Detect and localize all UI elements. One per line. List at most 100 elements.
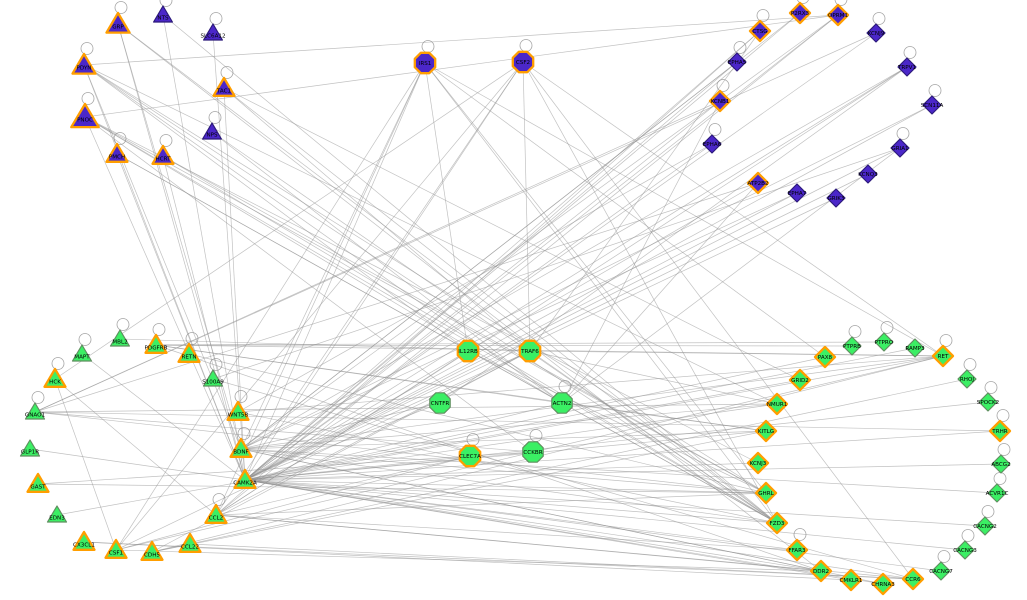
node-EPHA6[interactable]: EPHA6 <box>702 134 722 154</box>
node-CACNG7[interactable]: CACNG7 <box>929 561 953 581</box>
diamond-shape <box>901 567 925 591</box>
diamond-shape <box>754 481 778 505</box>
node-GRID2[interactable]: GRID2 <box>788 368 812 392</box>
node-SPOCK2[interactable]: SPOCK2 <box>977 392 999 412</box>
node-GLP1R[interactable]: GLP1R <box>19 439 41 457</box>
node-ACVR1C[interactable]: ACVR1C <box>986 483 1009 503</box>
edge-CSF1-DDR2 <box>115 549 822 572</box>
diamond-shape <box>988 419 1012 443</box>
diamond-shape <box>874 332 894 352</box>
node-EPHA7[interactable]: EPHA7 <box>787 183 807 203</box>
node-RHOJ[interactable]: RHOJ <box>957 369 977 389</box>
node-MAPT[interactable]: MAPT <box>71 344 93 362</box>
node-KCNB1[interactable]: KCNB1 <box>708 89 732 113</box>
node-PTPRB[interactable]: PTPRB <box>842 336 862 356</box>
edge-CAMK2A-TRHR <box>244 430 1001 481</box>
node-HCK[interactable]: HCK <box>43 367 67 388</box>
self-loop-edge <box>793 528 807 541</box>
node-FZD3[interactable]: FZD3 <box>765 511 789 535</box>
triangle-shape <box>177 342 201 363</box>
edge-CSF2-CAMK2A <box>244 61 524 481</box>
triangle-shape <box>233 468 257 489</box>
node-ATP2B2[interactable]: ATP2B2 <box>746 171 770 195</box>
node-OPRM1[interactable]: OPRM1 <box>826 3 850 27</box>
triangle-shape <box>212 76 236 97</box>
self-loop-edge <box>51 357 65 370</box>
edge-GRP-BDNF <box>117 23 242 450</box>
octagon-shape <box>522 441 544 463</box>
node-PDYN[interactable]: PDYN <box>71 52 97 75</box>
node-GAST[interactable]: GAST <box>26 472 50 493</box>
triangle-shape <box>26 472 50 493</box>
edge-KCNQ3-CAMK2A <box>244 173 869 481</box>
node-FFAR3[interactable]: FFAR3 <box>785 538 809 562</box>
node-CACNG2[interactable]: CACNG2 <box>973 516 997 536</box>
edge-NPS-ACTN2 <box>211 131 563 404</box>
edge-GRIA1-S100A9 <box>212 147 901 380</box>
node-KCNJ9[interactable]: KCNJ9 <box>866 23 886 43</box>
node-PTPRO[interactable]: PTPRO <box>874 332 894 352</box>
diamond-shape <box>788 1 812 25</box>
diamond-shape <box>957 369 977 389</box>
self-loop-edge <box>208 111 222 124</box>
edge-IRS1-RET <box>424 62 944 357</box>
edge-CCKBR-GAST <box>37 451 534 485</box>
node-KITLG[interactable]: KITLG <box>754 419 778 443</box>
node-WNT5B[interactable]: WNT5B <box>226 400 250 421</box>
node-KCNJ3[interactable]: KCNJ3 <box>746 451 770 475</box>
self-loop-edge <box>928 84 942 97</box>
node-GNAO1[interactable]: GNAO1 <box>25 402 46 420</box>
diamond-shape <box>905 338 925 358</box>
edge-CLEC7A-CCL2 <box>215 455 471 516</box>
edge-ATP2B2-GNAO1 <box>34 182 759 413</box>
node-CNTFR[interactable]: CNTFR <box>429 392 451 414</box>
node-GRIA1[interactable]: GRIA1 <box>890 138 910 158</box>
node-TRHR[interactable]: TRHR <box>988 419 1012 443</box>
node-ACTN2[interactable]: ACTN2 <box>551 392 573 414</box>
self-loop-edge <box>159 134 173 147</box>
node-EPHA5[interactable]: EPHA5 <box>727 52 747 72</box>
node-CTSG[interactable]: CTSG <box>748 19 772 43</box>
node-CX3CL1[interactable]: CX3CL1 <box>72 530 96 551</box>
node-RETN[interactable]: RETN <box>177 342 201 363</box>
node-TRAF6[interactable]: TRAF6 <box>518 339 542 363</box>
edge-IL12RB-GHRL <box>467 350 767 494</box>
node-CSF2[interactable]: CSF2 <box>511 50 535 74</box>
self-loop-edge <box>78 333 92 346</box>
edge-KCNJ9-GNAO1 <box>34 32 877 413</box>
triangle-shape <box>203 23 223 41</box>
node-PDGFRB[interactable]: PDGFRB <box>144 333 168 354</box>
triangle-shape <box>46 505 68 523</box>
node-CLEC7A[interactable]: CLEC7A <box>458 444 482 468</box>
node-CCR6[interactable]: CCR6 <box>901 567 925 591</box>
node-ABCG2[interactable]: ABCG2 <box>991 454 1011 474</box>
edge-CTSG-TRAF6 <box>529 30 761 352</box>
node-RET[interactable]: RET <box>931 344 955 368</box>
edge-CTSG-CAMK2A <box>244 30 761 481</box>
node-CSF1[interactable]: CSF1 <box>104 538 128 559</box>
edge-GRIK3-CAMK2A <box>244 197 837 481</box>
triangle-shape <box>202 122 222 140</box>
edge-ATP2B2-CAMK2A <box>244 182 759 481</box>
triangle-shape <box>140 540 164 561</box>
node-IRS1[interactable]: IRS1 <box>413 51 437 75</box>
node-NTS[interactable]: NTS <box>153 5 173 23</box>
self-loop-edge <box>996 409 1010 422</box>
node-P2RX3[interactable]: P2RX3 <box>788 1 812 25</box>
node-GRP[interactable]: GRP <box>105 11 131 34</box>
node-SCN11A[interactable]: SCN11A <box>921 95 944 115</box>
node-MBL2[interactable]: MBL2 <box>109 329 130 347</box>
node-TRPV1[interactable]: TRPV1 <box>897 57 917 77</box>
node-IL12RB[interactable]: IL12RB <box>456 339 480 363</box>
edge-CX3CL1-CMKLR1 <box>83 541 852 581</box>
node-CACNG3[interactable]: CACNG3 <box>953 540 977 560</box>
octagon-shape <box>429 392 451 414</box>
node-SLC6A12[interactable]: SLC6A12 <box>200 23 226 41</box>
edge-CSF2-RET <box>522 61 944 357</box>
node-CMKLR1[interactable]: CMKLR1 <box>840 568 863 592</box>
node-CCKBR[interactable]: CCKBR <box>522 441 544 463</box>
edge-CAMK2A-NMUR1 <box>244 403 778 481</box>
edge-ATP2B2-ACTN2 <box>561 182 759 404</box>
node-NMUR1[interactable]: NMUR1 <box>765 392 789 416</box>
